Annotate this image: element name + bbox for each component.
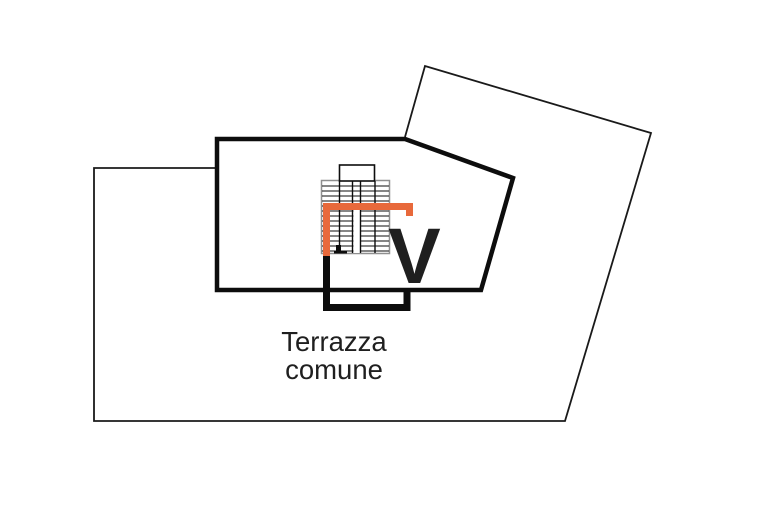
property-boundary-outline <box>93 64 653 422</box>
staircase-top-landing-box <box>338 164 376 182</box>
staircase-start-tick <box>334 245 347 254</box>
terrace-label-line2: comune <box>285 354 383 385</box>
unit-letter-v: V <box>388 211 441 300</box>
staircase-stringers <box>338 181 376 253</box>
terrace-label: Terrazza comune <box>281 326 387 385</box>
terrace-label-line1: Terrazza <box>281 326 387 357</box>
staircase-landing-strip <box>353 203 360 253</box>
staircase-symbol <box>320 164 391 255</box>
orange-highlight-mark <box>323 203 413 256</box>
terrace-bracket-mark <box>323 256 411 311</box>
